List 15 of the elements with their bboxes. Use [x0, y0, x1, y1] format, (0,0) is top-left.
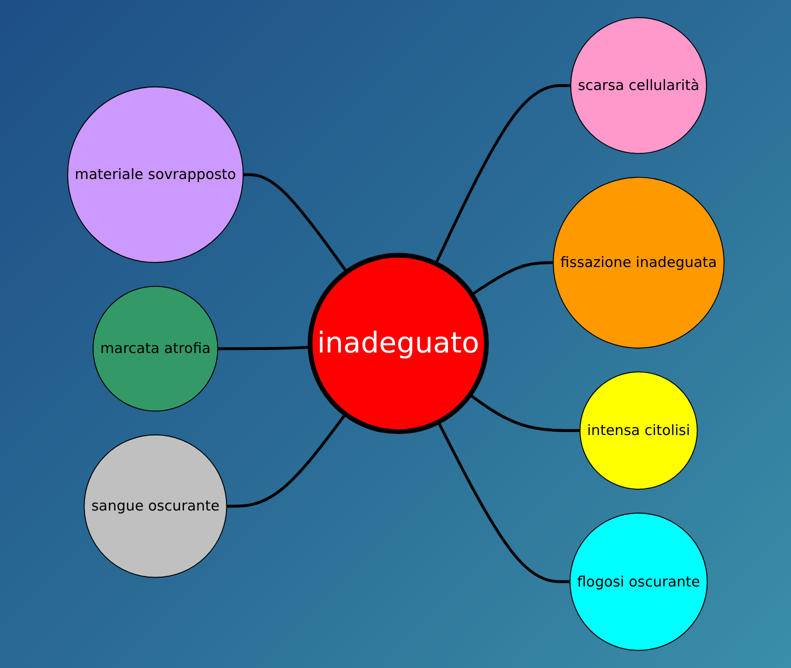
connector — [468, 394, 580, 432]
node-circle: scarsa cellularità — [570, 17, 707, 154]
connector — [436, 421, 570, 584]
node-circle: sangue oscurante — [83, 434, 227, 578]
connector — [470, 261, 553, 296]
connector — [242, 173, 348, 273]
connector — [434, 84, 570, 264]
node-circle: flogosi oscurante — [569, 512, 708, 651]
connector — [226, 413, 346, 508]
node-circle: inadeguato — [307, 252, 488, 434]
node-circle: intensa citolisi — [579, 371, 698, 490]
node-circle: materiale sovrapposto — [66, 86, 244, 263]
node-circle: fissazione inadeguata — [552, 176, 724, 349]
node-circle: marcata atrofia — [92, 286, 218, 412]
connector — [217, 346, 310, 350]
